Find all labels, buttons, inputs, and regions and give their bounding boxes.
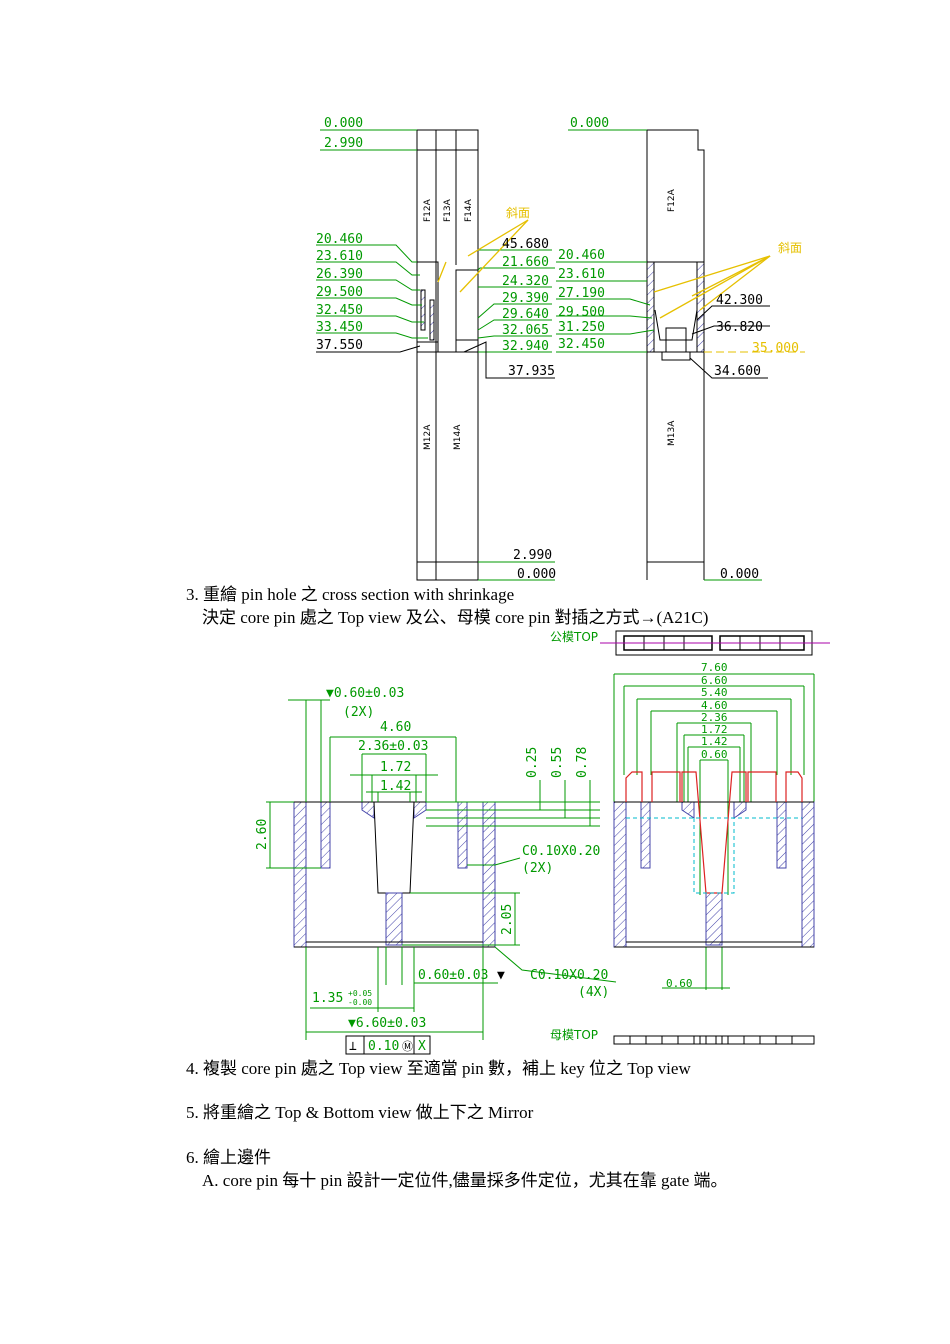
fig1-left-black-leaders — [316, 341, 555, 379]
fig1-left-mid-1: 23.610 — [316, 249, 363, 264]
fig1-left-part-1: F13A — [443, 198, 453, 222]
step4: 4. 複製 core pin 處之 Top view 至適當 pin 數，補上 … — [186, 1059, 691, 1078]
width-660: 6.60 — [701, 674, 728, 687]
fig1-left-right-1: 21.660 — [502, 255, 549, 270]
step3-line1: 3. 重繪 pin hole 之 cross section with shri… — [186, 585, 515, 604]
fig1-left-right-4: 29.640 — [502, 307, 549, 322]
fig1-left-slant-label: 斜面 — [506, 206, 530, 220]
dim-135-tol-plus: +0.05 — [348, 989, 372, 998]
fig1-left-mid-0: 20.460 — [316, 232, 363, 247]
fig1-left-mid-6: 37.550 — [316, 338, 363, 353]
step3-line2: 決定 core pin 處之 Top view 及公、母模 core pin 對… — [202, 608, 709, 627]
gdt-datum: X — [418, 1039, 426, 1054]
dim-060-top-note: (2X) — [343, 705, 374, 720]
fig1-right-right-1: 36.820 — [716, 320, 763, 335]
fig1-left-slant-marker — [437, 219, 529, 293]
fig1-left-part-4: M14A — [453, 424, 463, 450]
fig1-right-right-0: 42.300 — [716, 293, 763, 308]
fig2-right-dim-ladder — [613, 673, 815, 990]
gdt-value: 0.10 — [368, 1039, 399, 1054]
fig1-right-left-0: 20.460 — [558, 248, 605, 263]
dim-172: 1.72 — [380, 760, 411, 775]
fig1-left-mid-2: 26.390 — [316, 267, 363, 282]
fig1-left-right-0: 45.680 — [502, 237, 549, 252]
fig1-left-right-3: 29.390 — [502, 291, 549, 306]
dim-060-right: 0.60 — [666, 977, 693, 990]
fig2-left-dimensions — [266, 699, 617, 1040]
dim-660: ▼6.60±0.03 — [348, 1016, 426, 1031]
width-172: 1.72 — [701, 723, 728, 736]
chamfer-4x: C0.10X0.20 — [530, 968, 608, 983]
fig1-left-right-6: 32.940 — [502, 339, 549, 354]
width-760: 7.60 — [701, 661, 728, 674]
fig1-right-slant-marker — [653, 255, 771, 319]
fig1-left-right-5: 32.065 — [502, 323, 549, 338]
step6: 6. 繪上邊件 — [186, 1148, 271, 1167]
fig1-left-mid-3: 29.500 — [316, 285, 363, 300]
chamfer-2x: C0.10X0.20 — [522, 844, 600, 859]
dim-260: 2.60 — [255, 819, 270, 850]
width-460: 4.60 — [701, 699, 728, 712]
fig1-left-bottom-callout: 37.935 — [508, 364, 555, 379]
fig1-right-left-2: 27.190 — [558, 286, 605, 301]
fig1-left-leaders — [316, 129, 555, 581]
fig1-right-top-0: 0.000 — [570, 116, 609, 131]
fig1-right-left-4: 31.250 — [558, 320, 605, 335]
fig1-left-section — [416, 129, 479, 581]
dim-205: 2.05 — [500, 904, 515, 935]
fig1-left-bottom-0: 2.990 — [513, 548, 552, 563]
fig1-right-part-1: M13A — [667, 420, 677, 446]
fig1-right-slant-label: 斜面 — [778, 241, 802, 255]
step6a: A. core pin 每十 pin 設計一定位件,儘量採多件定位，尤其在靠 g… — [202, 1171, 728, 1190]
width-142: 1.42 — [701, 735, 728, 748]
fig1-left-top-1: 2.990 — [324, 136, 363, 151]
dim-055: 0.55 — [550, 747, 565, 778]
fig1-right-leaders — [556, 129, 762, 581]
width-236: 2.36 — [701, 711, 728, 724]
fig1-right-black-leaders — [689, 305, 770, 379]
fig1-left-top-0: 0.000 — [324, 116, 363, 131]
fig1-left-bottom-1: 0.000 — [517, 567, 556, 582]
fig1-left-mid-4: 32.450 — [316, 303, 363, 318]
fig1-right-section — [646, 129, 705, 580]
dim-135: 1.35 — [312, 991, 343, 1006]
gdt-symbol: ⊥ — [349, 1039, 357, 1054]
fig2-left-gdt-frame — [345, 1035, 431, 1055]
dim-460: 4.60 — [380, 720, 411, 735]
fig1-right-left-5: 32.450 — [558, 337, 605, 352]
fig1-right-highlight: 35.000 — [752, 341, 799, 356]
dim-025: 0.25 — [525, 747, 540, 778]
fig2-right-bottom-strip — [613, 1035, 815, 1045]
fig1-left-mid-5: 33.450 — [316, 320, 363, 335]
fig1-right-bottom-callout: 34.600 — [714, 364, 761, 379]
dim-236: 2.36±0.03 — [358, 739, 428, 754]
dim-060-top: ▼0.60±0.03 — [326, 686, 404, 701]
dim-078: 0.78 — [575, 747, 590, 778]
fig1-left-part-0: F12A — [423, 198, 433, 222]
chamfer-2x-note: (2X) — [522, 861, 553, 876]
fig1-left-right-2: 24.320 — [502, 274, 549, 289]
chamfer-4x-note: (4X) — [578, 985, 609, 1000]
step5: 5. 將重繪之 Top & Bottom view 做上下之 Mirror — [186, 1103, 534, 1122]
fig1-right-part-0: F12A — [667, 188, 677, 212]
dim-142: 1.42 — [380, 779, 411, 794]
fig1-left-part-2: F14A — [464, 198, 474, 222]
female-top-label: 母模TOP — [550, 1028, 598, 1042]
fig1-right-left-1: 23.610 — [558, 267, 605, 282]
core-pin-hidden-outline — [626, 817, 802, 894]
fig1-right-bottom-0: 0.000 — [720, 567, 759, 582]
fig1-right-left-3: 29.500 — [558, 305, 605, 320]
fig2-right-section — [613, 801, 815, 948]
width-540: 5.40 — [701, 686, 728, 699]
width-060: 0.60 — [701, 748, 728, 761]
fig2-left-section — [293, 801, 496, 948]
gdt-modifier: Ⓜ — [402, 1040, 413, 1053]
dim-135-tol-minus: -0.00 — [348, 998, 372, 1007]
dim-060-bottom: 0.60±0.03 — [418, 968, 488, 983]
fig1-left-part-3: M12A — [423, 424, 433, 450]
male-top-label: 公模TOP — [550, 630, 598, 644]
dim-060-bottom-mark: ▼ — [497, 968, 505, 983]
male-core-pin-outline — [625, 771, 803, 894]
